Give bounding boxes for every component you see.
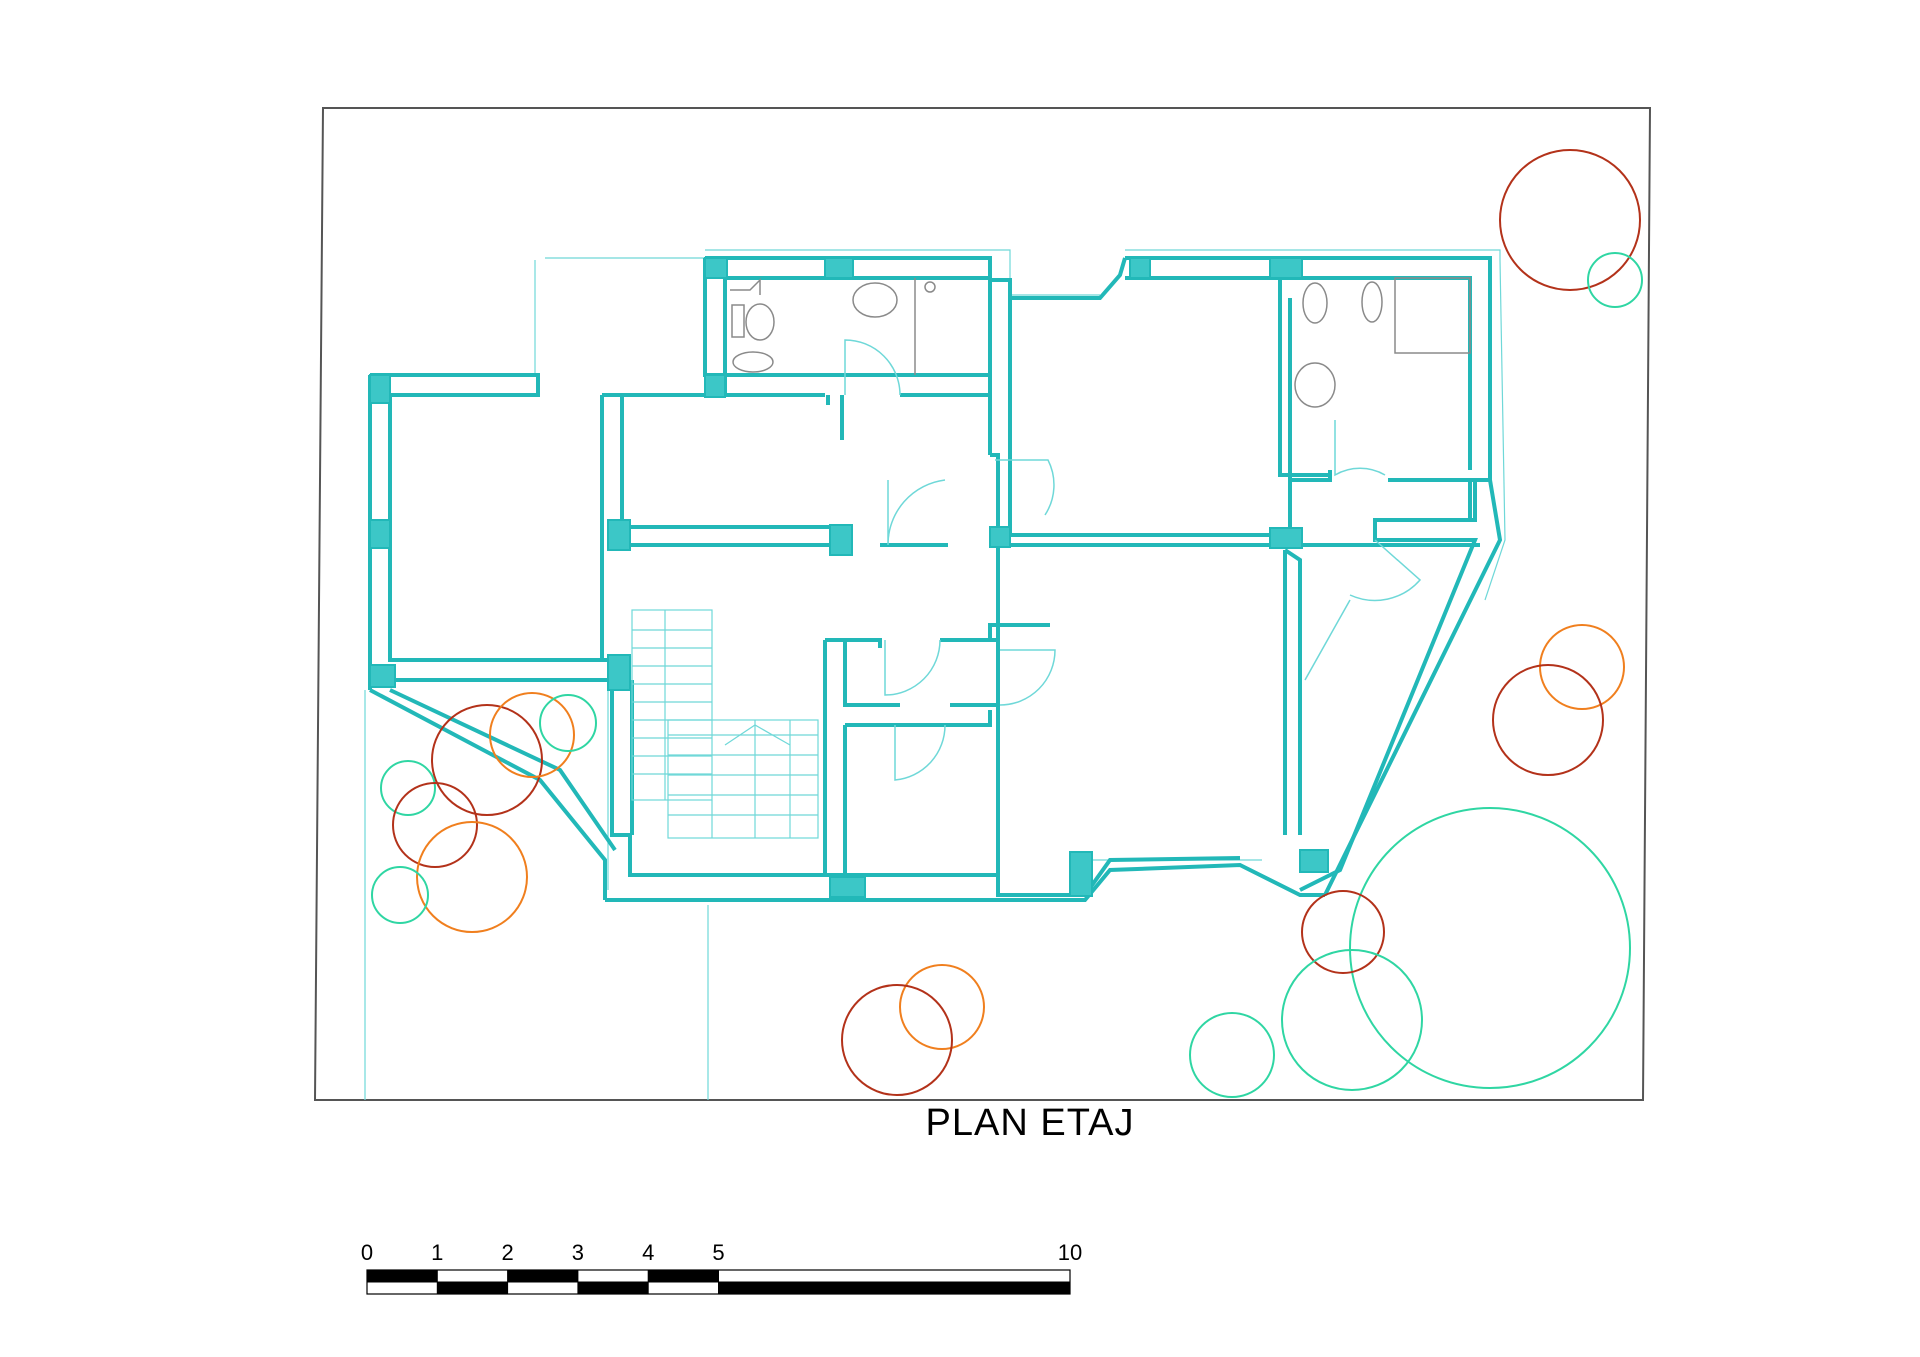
tree-icon bbox=[1492, 664, 1604, 776]
tree-icon bbox=[380, 760, 436, 816]
scale-bar-segment bbox=[507, 1270, 578, 1282]
trees bbox=[371, 149, 1643, 1098]
tree-icon bbox=[431, 704, 543, 816]
scale-bar-label: 2 bbox=[501, 1240, 514, 1265]
sink-icon bbox=[852, 282, 898, 318]
bathroom-fixtures bbox=[730, 277, 1471, 408]
scale-bar-label: 0 bbox=[360, 1240, 374, 1265]
scale-bar bbox=[366, 1269, 1071, 1295]
scale-bar-segment bbox=[437, 1282, 508, 1294]
site-boundary bbox=[313, 107, 1652, 1101]
door-icon bbox=[884, 639, 941, 696]
tree-icon bbox=[416, 821, 528, 933]
scale-bar-label: 3 bbox=[571, 1240, 585, 1265]
tree-icon bbox=[841, 984, 953, 1096]
door-icon bbox=[995, 459, 1055, 516]
tree-icon bbox=[1539, 624, 1625, 710]
bidet-icon bbox=[732, 351, 774, 373]
scale-bar-label: 1 bbox=[431, 1240, 444, 1265]
door-icon bbox=[844, 339, 901, 396]
sink-icon bbox=[1294, 362, 1336, 408]
tree-icon bbox=[1499, 149, 1641, 291]
toilet-icon bbox=[745, 303, 775, 341]
walls bbox=[368, 256, 1503, 902]
tree-icon bbox=[899, 964, 985, 1050]
tree-icon bbox=[489, 692, 575, 778]
tree-icon bbox=[1587, 252, 1643, 308]
door-icon bbox=[999, 649, 1056, 706]
scale-bar-label: 5 bbox=[712, 1240, 725, 1265]
door-icon bbox=[894, 724, 946, 781]
structural-columns bbox=[369, 257, 1329, 898]
staircase bbox=[631, 609, 819, 839]
tree-icon bbox=[539, 694, 597, 752]
scale-bar-segment bbox=[718, 1282, 1070, 1294]
door-icon bbox=[1349, 539, 1422, 602]
door-icon bbox=[1334, 420, 1386, 477]
plan-title: PLAN ETAJ bbox=[925, 1102, 1135, 1144]
tree-icon bbox=[1301, 890, 1385, 974]
scale-bar-segment bbox=[367, 1270, 438, 1282]
tree-icon bbox=[1349, 807, 1631, 1089]
tree-icon bbox=[1189, 1012, 1275, 1098]
scale-bar-segment bbox=[577, 1282, 649, 1294]
scale-bar-label: 10 bbox=[1057, 1240, 1083, 1265]
scale-bar-label: 4 bbox=[642, 1240, 655, 1265]
door-swings bbox=[844, 339, 1422, 781]
scale-bar-segment bbox=[648, 1270, 719, 1282]
tree-icon bbox=[1281, 949, 1423, 1091]
shower-tray-icon bbox=[1394, 277, 1471, 354]
door-icon bbox=[887, 479, 946, 546]
bidet-icon bbox=[1361, 281, 1383, 323]
tree-icon bbox=[371, 866, 429, 924]
toilet-icon bbox=[1302, 282, 1328, 324]
tree-icon bbox=[392, 782, 478, 868]
